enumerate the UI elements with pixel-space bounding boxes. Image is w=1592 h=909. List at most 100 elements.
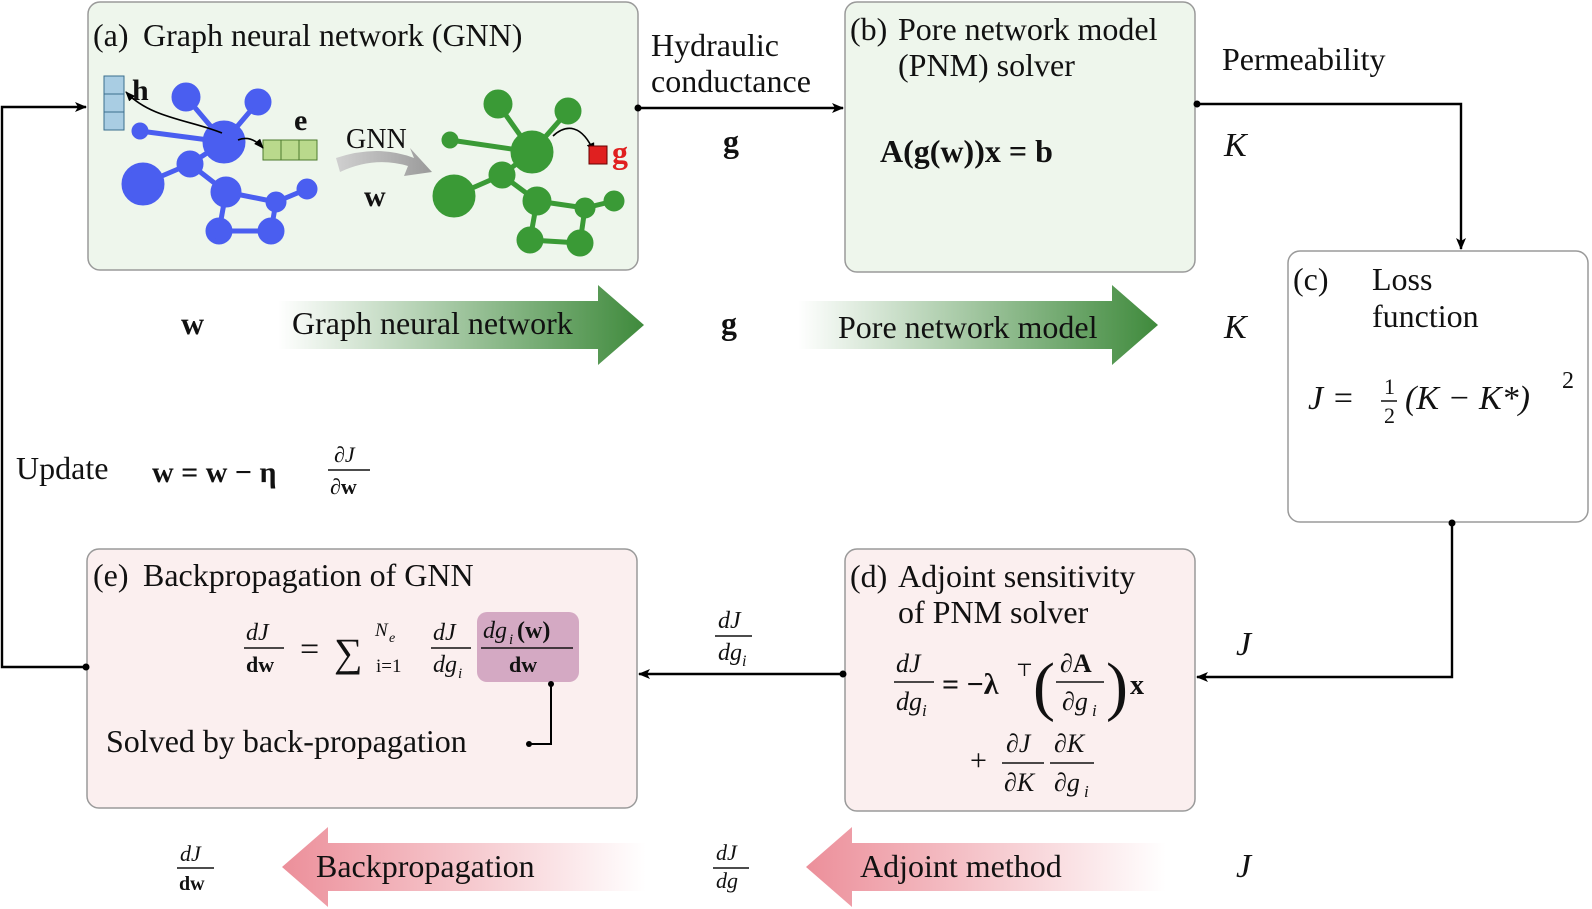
- node-feature-vector: [103, 75, 125, 131]
- svg-text:x: x: [1130, 670, 1144, 701]
- loss-symbol-connector: J: [1236, 626, 1253, 663]
- connector-c-to-d: [1196, 523, 1454, 682]
- panel-c-title-line1: Loss: [1372, 261, 1432, 297]
- svg-text:J =: J =: [1308, 380, 1355, 417]
- svg-text:(w): (w): [517, 618, 550, 644]
- panel-b-title-line2: (PNM) solver: [898, 47, 1075, 83]
- svg-text:dJ: dJ: [433, 620, 457, 646]
- permeability-label: Permeability: [1222, 41, 1386, 77]
- svg-text:∂g: ∂g: [1054, 768, 1080, 797]
- output-conductance-arrow: [552, 127, 595, 153]
- svg-text:dw: dw: [246, 652, 274, 677]
- panel-e-label: (e): [93, 557, 129, 593]
- connector-e-to-a-update: [0, 102, 87, 669]
- backward-dJdg: dJ dg: [713, 840, 749, 893]
- svg-text:(: (: [1033, 650, 1055, 723]
- node-feature-arrow: [125, 91, 223, 134]
- svg-text:=: =: [300, 631, 319, 668]
- svg-text:): ): [1106, 650, 1128, 723]
- panel-c-title-line2: function: [1372, 298, 1479, 334]
- svg-text:⊤: ⊤: [1016, 660, 1033, 680]
- input-graph: [121, 82, 318, 245]
- connector-b-to-c: [1197, 102, 1466, 250]
- forward-pnm-arrow-label: Pore network model: [838, 309, 1098, 345]
- permeability-symbol: K: [1223, 127, 1249, 164]
- update-equation: w = w − η ∂J ∂w: [152, 442, 370, 499]
- svg-text:∂g: ∂g: [1062, 687, 1088, 716]
- svg-text:i: i: [458, 666, 462, 682]
- forward-gnn-arrow: [278, 285, 644, 365]
- output-conductance-square: [588, 145, 608, 165]
- update-label: Update: [16, 450, 108, 486]
- svg-text:i: i: [922, 701, 927, 720]
- gnn-transform-arrow: [336, 148, 432, 176]
- svg-text:i: i: [742, 653, 746, 670]
- svg-text:= −λ: = −λ: [942, 668, 999, 701]
- pnm-equation: A(g(w))x = b: [880, 133, 1053, 169]
- backward-adj-arrow-label: Adjoint method: [860, 848, 1062, 884]
- svg-text:dg: dg: [433, 652, 457, 678]
- svg-text:(K − K*): (K − K*): [1405, 380, 1530, 417]
- panel-b-box: [844, 1, 1196, 273]
- edge-feature-vector: [262, 139, 318, 161]
- svg-text:i: i: [509, 632, 513, 648]
- svg-text:2: 2: [1562, 368, 1574, 394]
- forward-pnm-arrow: [798, 285, 1158, 365]
- loss-equation: J = 1 2 (K − K*) 2: [1308, 368, 1574, 428]
- backprop-equation: dJ dw = ∑ N e i=1 dJ dg i dg i (w) dw: [244, 618, 573, 682]
- panel-d-box: [844, 548, 1196, 812]
- svg-text:e: e: [389, 631, 395, 646]
- svg-text:dJ: dJ: [246, 620, 270, 646]
- svg-text:dg: dg: [718, 640, 742, 666]
- svg-text:∂K: ∂K: [1004, 768, 1036, 797]
- panel-b-title-line1: Pore network model: [898, 11, 1158, 47]
- svg-text:i: i: [1092, 701, 1097, 720]
- svg-text:i: i: [1084, 782, 1089, 801]
- svg-text:dg: dg: [483, 618, 507, 644]
- panel-b-label: (b): [850, 11, 887, 47]
- svg-text:+: +: [970, 744, 987, 777]
- panel-c-box: [1287, 250, 1589, 523]
- svg-text:∂w: ∂w: [330, 474, 357, 499]
- svg-text:2: 2: [1384, 403, 1395, 428]
- gnn-gradient-highlight: [477, 612, 579, 682]
- forward-K: K: [1223, 309, 1249, 346]
- note-pointer: [529, 683, 552, 745]
- forward-gnn-arrow-label: Graph neural network: [292, 305, 573, 341]
- hydraulic-label-line1: Hydraulic: [651, 27, 779, 63]
- panel-a-label: (a): [93, 17, 129, 53]
- backward-J: J: [1236, 848, 1253, 885]
- panel-a-title: Graph neural network (GNN): [143, 17, 522, 53]
- svg-text:∂A: ∂A: [1060, 649, 1092, 678]
- svg-text:∂K: ∂K: [1054, 729, 1086, 758]
- svg-text:dJ: dJ: [180, 841, 202, 866]
- backprop-note: Solved by back-propagation: [106, 723, 467, 759]
- svg-text:dw: dw: [509, 652, 537, 677]
- adjoint-equation: dJ dg i = −λ ⊤ ( ∂A ∂g i ) x + ∂J ∂K ∂K …: [894, 649, 1144, 801]
- svg-text:∂J: ∂J: [334, 442, 356, 467]
- svg-text:∑: ∑: [334, 630, 363, 675]
- panel-d-title-line2: of PNM solver: [898, 594, 1089, 630]
- hydraulic-label-line2: conductance: [651, 63, 811, 99]
- gnn-weights-label: w: [364, 180, 386, 213]
- edge-feature-label: e: [294, 104, 307, 137]
- node-feature-label: h: [132, 74, 149, 107]
- gnn-arrow-label: GNN: [346, 124, 407, 155]
- svg-text:dJ: dJ: [718, 608, 742, 634]
- output-graph: [432, 89, 625, 257]
- svg-text:w = w − η: w = w − η: [152, 456, 277, 489]
- panel-d-label: (d): [850, 558, 887, 594]
- backward-adj-arrow: [806, 827, 1166, 907]
- svg-text:dw: dw: [179, 873, 205, 895]
- svg-text:dg: dg: [896, 687, 922, 716]
- svg-text:i=1: i=1: [376, 656, 402, 677]
- svg-text:N: N: [374, 620, 389, 641]
- conductance-symbol: g: [723, 123, 739, 159]
- panel-d-title-line1: Adjoint sensitivity: [898, 558, 1135, 594]
- forward-g: g: [721, 305, 737, 341]
- svg-text:∂J: ∂J: [1006, 729, 1032, 758]
- edge-feature-arrow: [237, 137, 264, 149]
- svg-text:dJ: dJ: [716, 840, 738, 865]
- output-conductance-label: g: [612, 134, 628, 170]
